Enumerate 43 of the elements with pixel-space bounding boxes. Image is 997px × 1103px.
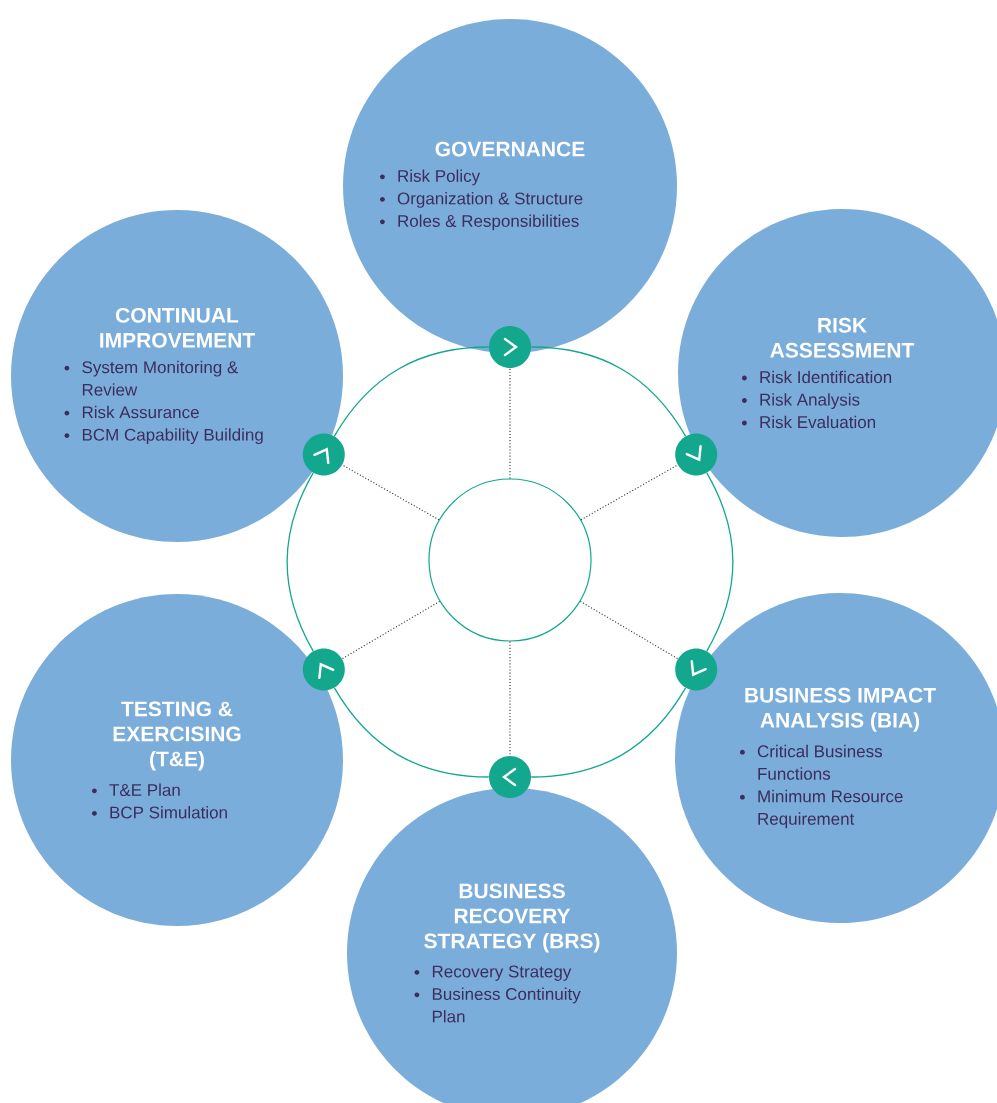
- stage-circle: [343, 19, 677, 353]
- bullet-item: Recovery Strategy: [414, 965, 572, 981]
- stage-heading: CONTINUAL IMPROVEMENT: [100, 307, 255, 348]
- stage-heading: TESTING & EXERCISING (T&E): [113, 701, 241, 771]
- stage-heading: GOVERNANCE: [435, 141, 585, 157]
- dotted-connector: [579, 600, 679, 660]
- ring-arc: [706, 472, 734, 652]
- stage-heading: BUSINESS RECOVERY STRATEGY (BRS): [424, 883, 600, 953]
- ring-arc: [286, 472, 314, 652]
- ring-arc: [333, 346, 490, 437]
- bullet-item: Risk Identification: [742, 370, 892, 384]
- ring-arc: [530, 687, 687, 778]
- bullet-item: Risk Assurance: [64, 405, 199, 419]
- stage-heading: BUSINESS IMPACT ANALYSIS (BIA): [745, 687, 936, 732]
- dotted-connector: [509, 641, 511, 757]
- bullet-item: Minimum Resource Requirement: [740, 789, 903, 829]
- bullet-item: Critical Business Functions: [740, 744, 882, 780]
- chevron-badge: [302, 433, 345, 476]
- dotted-connector: [341, 600, 441, 660]
- bullet-item: Risk Evaluation: [742, 415, 876, 429]
- hub-circle: [428, 478, 592, 642]
- dotted-connector: [509, 367, 511, 479]
- stage-heading: RISK ASSESSMENT: [770, 317, 915, 358]
- stage-circle: [11, 210, 343, 542]
- bullet-item: System Monitoring & Review: [64, 360, 239, 396]
- ring-arc: [530, 346, 687, 437]
- dotted-connector: [341, 464, 440, 521]
- ring-arc: [333, 687, 490, 778]
- bullet-item: Risk Policy: [380, 169, 481, 186]
- chevron-badge: [489, 326, 531, 368]
- stage-circle: [11, 594, 343, 926]
- bullet-item: Risk Analysis: [742, 393, 860, 410]
- chevron-badge: [302, 648, 345, 691]
- chevron-badge: [489, 756, 531, 798]
- bullet-item: BCP Simulation: [92, 806, 227, 819]
- bullet-item: Roles & Responsibilities: [380, 214, 579, 231]
- bullet-item: Organization & Structure: [380, 192, 583, 208]
- bullet-item: Business Continuity Plan: [414, 987, 581, 1023]
- chevron-badge: [675, 433, 718, 476]
- chevron-badge: [675, 648, 718, 691]
- dotted-connector: [580, 464, 679, 521]
- bullet-item: T&E Plan: [92, 783, 180, 796]
- bullet-item: BCM Capability Building: [64, 428, 263, 445]
